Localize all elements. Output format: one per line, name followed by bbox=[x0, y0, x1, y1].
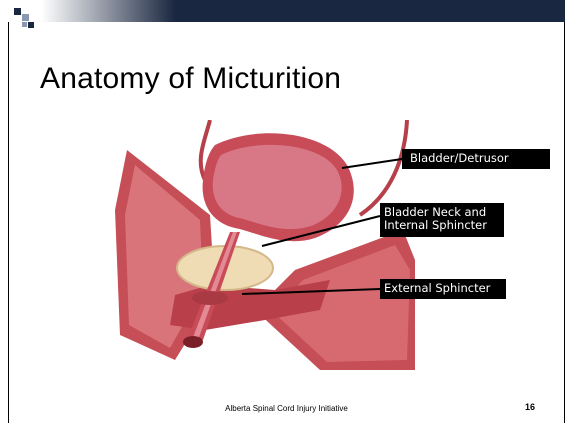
label-bladder-neck-line2: Internal Sphincter bbox=[384, 219, 500, 232]
ureter-right bbox=[360, 120, 407, 215]
label-bladder-text: Bladder/Detrusor bbox=[410, 151, 509, 165]
page-number: 16 bbox=[525, 402, 535, 412]
label-bladder-neck: Bladder Neck and Internal Sphincter bbox=[380, 203, 504, 237]
label-external-sphincter: External Sphincter bbox=[380, 279, 506, 299]
header-bar bbox=[8, 0, 565, 22]
slide-footer: Alberta Spinal Cord Injury Initiative bbox=[0, 404, 573, 413]
bladder-anatomy-illustration bbox=[115, 120, 415, 370]
label-bladder-detrusor: Bladder/Detrusor bbox=[402, 149, 550, 169]
header-deco-square bbox=[22, 14, 29, 21]
slide-title: Anatomy of Micturition bbox=[40, 62, 341, 96]
external-sphincter bbox=[192, 291, 228, 305]
header-deco-square bbox=[22, 22, 27, 27]
header-deco-square bbox=[28, 22, 34, 28]
header-deco-square bbox=[14, 8, 21, 15]
urethral-opening bbox=[183, 336, 203, 348]
label-external-sphincter-text: External Sphincter bbox=[384, 281, 490, 295]
